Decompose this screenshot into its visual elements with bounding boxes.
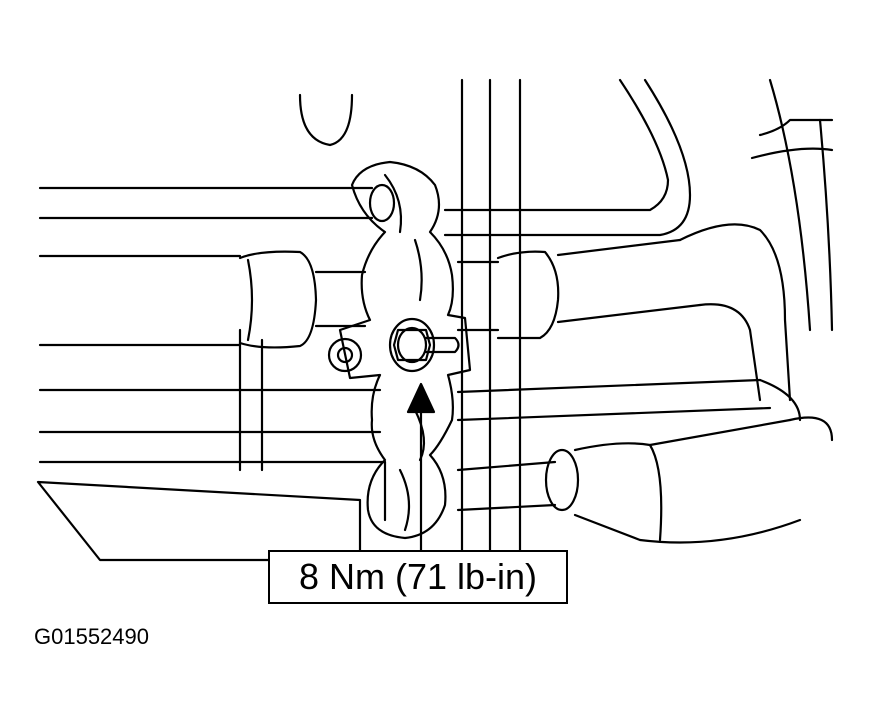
figure-id: G01552490 (34, 624, 149, 649)
bolt-icon (388, 317, 460, 373)
second-fuel-line (38, 223, 792, 402)
torque-spec-text: 8 Nm (71 lb-in) (298, 556, 538, 597)
arrow-up-icon (406, 382, 436, 554)
upper-fuel-line (38, 183, 396, 223)
torque-spec-callout: 8 Nm (71 lb-in) (268, 550, 568, 604)
background-frame (238, 78, 834, 562)
lower-fuel-line (38, 416, 834, 544)
middle-fuel-line (38, 378, 802, 434)
bracket-plate (36, 480, 362, 562)
